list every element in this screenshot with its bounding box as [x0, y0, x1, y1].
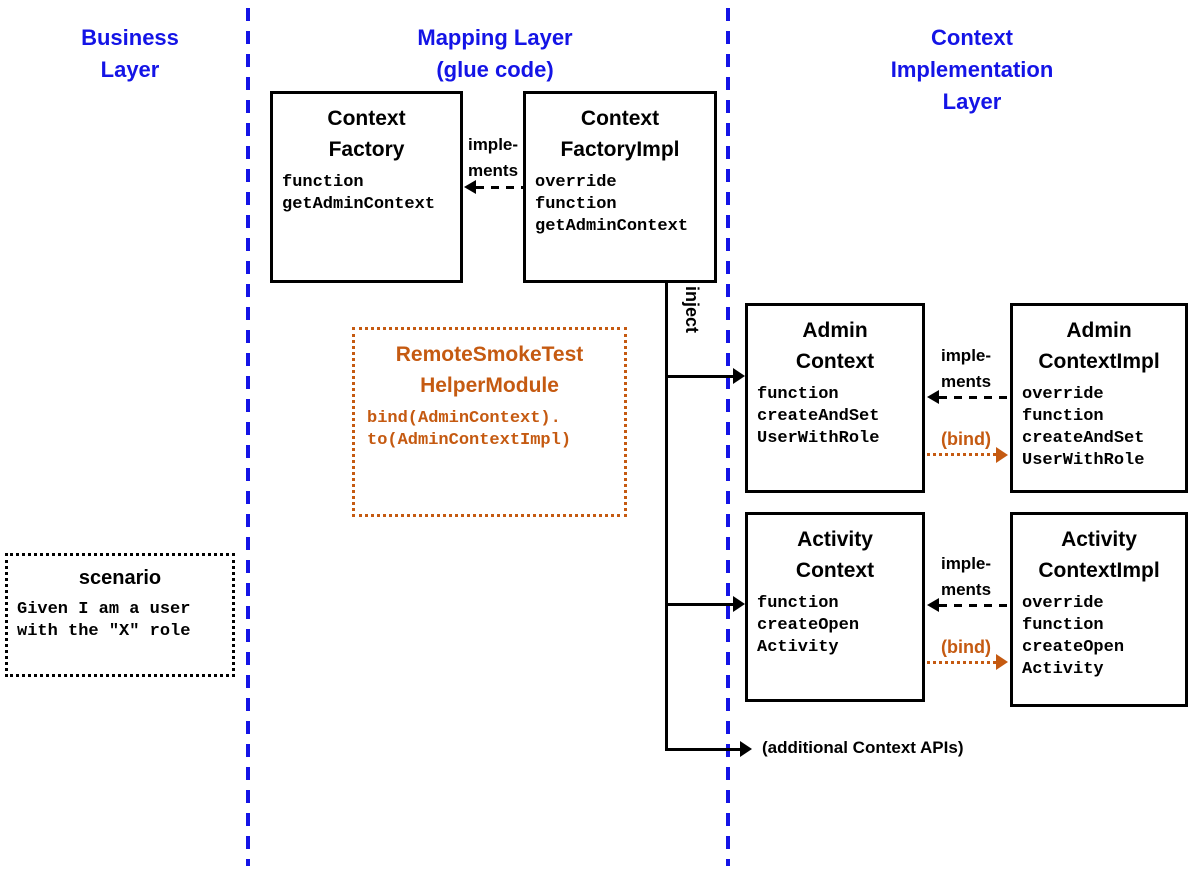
inject-branch-apis-line	[666, 748, 741, 751]
layer-divider-mapping-implementation	[726, 8, 730, 866]
business-layer-heading: Business Layer	[81, 25, 179, 82]
bind-arrow-line-activity	[927, 661, 996, 664]
inject-label: inject	[682, 286, 702, 334]
implements-label-factory: imple- ments	[467, 135, 519, 180]
bind-label-activity: (bind)	[941, 637, 991, 657]
activity-context-impl-title: Activity ContextImpl	[1038, 528, 1160, 582]
implements-arrow-line-factory	[476, 186, 523, 189]
context-factory-title: Context Factory	[327, 107, 406, 161]
context-factory-impl-code: override function getAdminContext	[535, 173, 689, 236]
context-factory-box: Context Factory function getAdminContext	[270, 91, 463, 283]
admin-context-title: Admin Context	[795, 319, 875, 373]
admin-context-impl-code: override function createAndSet UserWithR…	[1022, 385, 1145, 470]
activity-context-code: function createOpen Activity	[757, 594, 860, 657]
helper-module-code: bind(AdminContext). to(AdminContextImpl)	[367, 409, 572, 450]
inject-branch-apis-arrowhead	[740, 741, 752, 757]
implements-arrowhead-factory	[464, 180, 476, 194]
admin-context-box: Admin Context function createAndSet User…	[745, 303, 925, 493]
implements-label-admin: imple- ments	[940, 346, 992, 391]
bind-label-admin: (bind)	[941, 429, 991, 449]
admin-context-impl-box: Admin ContextImpl override function crea…	[1010, 303, 1188, 493]
admin-context-code: function createAndSet UserWithRole	[757, 385, 880, 448]
bind-arrowhead-admin	[996, 447, 1008, 463]
activity-context-box: Activity Context function createOpen Act…	[745, 512, 925, 702]
activity-context-impl-code: override function createOpen Activity	[1022, 594, 1125, 679]
bind-arrow-line-admin	[927, 453, 996, 456]
inject-branch-activity-line	[666, 603, 734, 606]
inject-branch-admin-line	[666, 375, 734, 378]
implements-arrowhead-admin	[927, 390, 939, 404]
implements-arrowhead-activity	[927, 598, 939, 612]
activity-context-impl-box: Activity ContextImpl override function c…	[1010, 512, 1188, 707]
helper-module-title: RemoteSmokeTest HelperModule	[395, 343, 584, 397]
implements-arrow-line-activity	[939, 604, 1008, 607]
context-factory-impl-title: Context FactoryImpl	[560, 107, 680, 161]
inject-trunk-line	[665, 283, 668, 751]
scenario-title: scenario	[78, 567, 162, 589]
implements-label-activity: imple- ments	[940, 554, 992, 599]
implements-arrow-line-admin	[939, 396, 1008, 399]
admin-context-impl-title: Admin ContextImpl	[1038, 319, 1160, 373]
layer-divider-business-mapping	[246, 8, 250, 866]
inject-branch-activity-arrowhead	[733, 596, 745, 612]
context-factory-impl-box: Context FactoryImpl override function ge…	[523, 91, 717, 283]
scenario-box: scenario Given I am a user with the "X" …	[5, 553, 235, 677]
additional-context-apis-label: (additional Context APIs)	[762, 738, 964, 757]
inject-branch-admin-arrowhead	[733, 368, 745, 384]
mapping-layer-heading: Mapping Layer (glue code)	[417, 25, 573, 82]
helper-module-box: RemoteSmokeTest HelperModule bind(AdminC…	[352, 327, 627, 517]
context-implementation-layer-heading: Context Implementation Layer	[890, 25, 1054, 114]
scenario-code: Given I am a user with the "X" role	[17, 600, 191, 641]
context-factory-code: function getAdminContext	[282, 173, 436, 214]
activity-context-title: Activity Context	[795, 528, 875, 582]
bind-arrowhead-activity	[996, 654, 1008, 670]
